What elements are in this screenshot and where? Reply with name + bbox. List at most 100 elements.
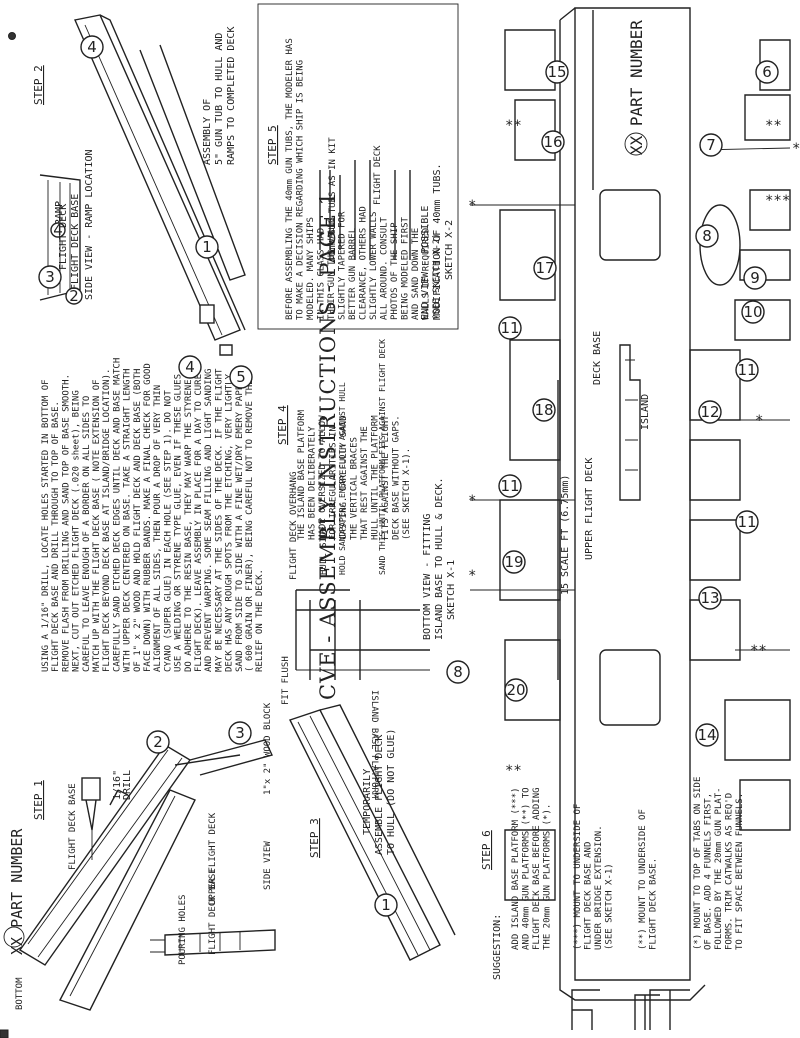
deck-base-label: DECK BASE	[592, 331, 603, 385]
svg-text:2: 2	[153, 733, 163, 751]
svg-text:17: 17	[535, 259, 554, 277]
deck-callout-11: 11	[498, 316, 522, 340]
deck-callout-16: 16	[541, 130, 565, 154]
svg-text:8: 8	[453, 663, 463, 681]
instruction-line: OF 1" x 2" WOOD AND HOLD FLIGHT DECK AND…	[133, 369, 143, 672]
deck-part-number-circle	[624, 132, 648, 156]
svg-text:1: 1	[381, 896, 391, 914]
instruction-line: CAREFUL TO LEAVE ENOUGH OF A BORDER ON A…	[82, 396, 92, 672]
hull-side-label: HULL SIDE	[319, 526, 329, 575]
step5-line: SLIGHTLY LOWER WALLS	[369, 212, 379, 320]
star-marker: *	[468, 568, 476, 584]
flight-deck-base-step2-label: FLIGHT DECK BASE	[70, 194, 81, 290]
step1-heading: STEP 1	[32, 780, 45, 820]
note-line: FLIGHT DECK BASE AND	[584, 842, 594, 950]
note-line: FLIGHT DECK BASE.	[649, 858, 659, 950]
triple-star-marker: ***	[765, 193, 790, 209]
step5-line: AND SAND DOWN THE	[411, 228, 421, 320]
step5-text: BEFORE ASSEMBLING THE 40mm GUN TUBS, THE…	[285, 38, 442, 320]
svg-text:4: 4	[53, 221, 63, 239]
gun-tubs-label: 40mm GUN TUBS AS IN KIT	[328, 137, 338, 262]
svg-text:7: 7	[706, 136, 716, 154]
step5-caption-2: MODIFICATION OF 40mm TUBS.	[432, 163, 443, 320]
part-number-legend: XX PART NUMBER	[8, 828, 26, 955]
step3-callout-1: 1	[374, 893, 398, 917]
step1-drawing	[18, 739, 276, 1011]
instruction-line: ( 600 GRAIN OR FINER), BEING CAREFUL NOT…	[245, 379, 255, 672]
svg-text:16: 16	[543, 133, 562, 151]
double-star-marker: **	[750, 643, 767, 659]
ramp-callout: 4	[50, 221, 66, 239]
step5-caption-3: SKETCH X-2	[444, 220, 455, 280]
step5-line: BEFORE ASSEMBLING THE 40mm GUN TUBS, THE…	[285, 38, 295, 320]
step2-heading: STEP 2	[32, 65, 45, 105]
step5-line: IN THIS CLASS HAD	[317, 228, 327, 320]
instruction-line: CYANO (SUPER GLUE) IN EACH HOLE (SEE STE…	[163, 390, 173, 672]
deck-callout-14: 14	[695, 723, 719, 747]
bottom-label: BOTTOM	[15, 977, 25, 1010]
instruction-line: SAND FROM SIDE TO SIDE WITH A FINE WET/D…	[235, 379, 245, 672]
drill-size-label: 1/16"	[112, 770, 123, 800]
pouring-holes-label: POURING HOLES	[178, 895, 188, 965]
note-line: OF BASE. ADD 4 FUNNELS FIRST,	[704, 793, 714, 950]
step4-heading: STEP 4	[276, 405, 289, 445]
deck-part-number: XX PART NUMBER	[627, 20, 646, 155]
step5-line: SLIGHTLY TAPERED FOR	[338, 211, 348, 320]
step5-heading: STEP 5	[266, 125, 279, 165]
step5-line: BETTER GUN BARREL	[348, 228, 358, 320]
step2-caption-1: ASSEMBLY OF	[202, 99, 213, 165]
island-base-platform-label: ISLAND BASE PLATFORM	[369, 690, 379, 799]
part-number-circle	[3, 926, 25, 948]
svg-text:1: 1	[202, 238, 212, 256]
instruction-line: USING A 1/16" DRILL, LOCATE HOLES STARTE…	[41, 379, 51, 672]
instruction-line: AND PREVENT WARPING. SOME SEAM FILLING A…	[204, 369, 214, 672]
ramp-label: RAMP	[54, 201, 65, 225]
instruction-line: FLIGHT DECK). LEAVE ASSEMBLY IN PLACE FO…	[194, 374, 204, 672]
page-title: CVE - ASSEMBLY INSTRUCTIONS - PAGE 1	[316, 191, 340, 700]
deck-callout-11: 11	[498, 474, 522, 498]
instruction-line: MATCH UP WITH THE FLIGHT DECK BASE ( NOT…	[92, 379, 102, 672]
instruction-line: FLIGHT DECK BEYOND DECK BASE AT ISLAND/B…	[102, 369, 112, 672]
svg-text:12: 12	[700, 403, 719, 421]
upper-flight-deck-label: UPPER FLIGHT DECK	[208, 812, 218, 905]
svg-text:11: 11	[737, 513, 756, 531]
deck-callout-11: 11	[735, 358, 759, 382]
step2-callout-4-bottom: 4	[178, 355, 202, 379]
svg-text:20: 20	[506, 681, 525, 699]
step4-callout-8: 8	[446, 660, 470, 684]
step4-caption-1: BOTTOM VIEW - FITTING	[422, 514, 433, 640]
sand-this-label: SAND THIS UNTIL PLATFORM FITS AGAINST FL…	[378, 339, 387, 575]
step4-drawing	[295, 589, 430, 680]
deck-callout-13: 13	[698, 586, 722, 610]
note-line: UNDER BRIDGE EXTENSION.	[594, 825, 604, 950]
deck-callout-10: 10	[741, 300, 765, 324]
deck-callout-7: 7	[699, 133, 723, 157]
step2-callout-1: 1	[195, 235, 219, 259]
svg-text:9: 9	[750, 269, 760, 287]
svg-text:5: 5	[236, 368, 246, 386]
scale-label: 15 SCALE FT (6.75mm)	[560, 475, 571, 595]
note-line: (***) MOUNT TO UNDERSIDE OF	[573, 804, 583, 950]
step5-line: CLEARANCE, OTHERS HAD	[359, 206, 369, 320]
step4-line: (SEE SKETCH X-1).	[402, 448, 412, 540]
instruction-line: WITH UPPER DECK CENTERED ON BASE. TAKE A…	[123, 369, 133, 672]
suggestion-text: ADD ISLAND BASE PLATFORM (***)AND 40mm G…	[511, 787, 553, 950]
step4-line: THAT REST AGAINST THE	[360, 426, 370, 540]
step5-line: MODELED. MANY SHIPS	[306, 217, 316, 320]
star-marker: *	[468, 198, 476, 214]
hold-sandpaper-label: HOLD SANDPAPER/ EMERY CLOTH AGAINST HULL	[338, 382, 347, 575]
flight-deck-base-label-2: FLIGHT DECK BASE	[208, 868, 218, 955]
step5-flight-deck-label: FLIGHT DECK	[373, 145, 383, 205]
instruction-line: USE A WELDING OR STYRENE TYPE GLUE, EVEN…	[174, 374, 184, 672]
svg-text:14: 14	[697, 726, 716, 744]
deck-callout-18: 18	[532, 398, 556, 422]
svg-text:8: 8	[702, 227, 712, 245]
svg-text:4: 4	[87, 38, 97, 56]
suggestion-line: FLIGHT DECK BASE BEFORE ADDING	[532, 787, 542, 950]
note-line: (*) MOUNT TO TOP OF TABS ON SIDE	[693, 777, 703, 950]
step5-line: PHOTOS OF THE SHIP	[390, 222, 400, 320]
flight-deck-label: FLIGHT DECK	[58, 204, 69, 270]
step4-line: HAS BEEN DELIBERATELY	[308, 426, 318, 540]
